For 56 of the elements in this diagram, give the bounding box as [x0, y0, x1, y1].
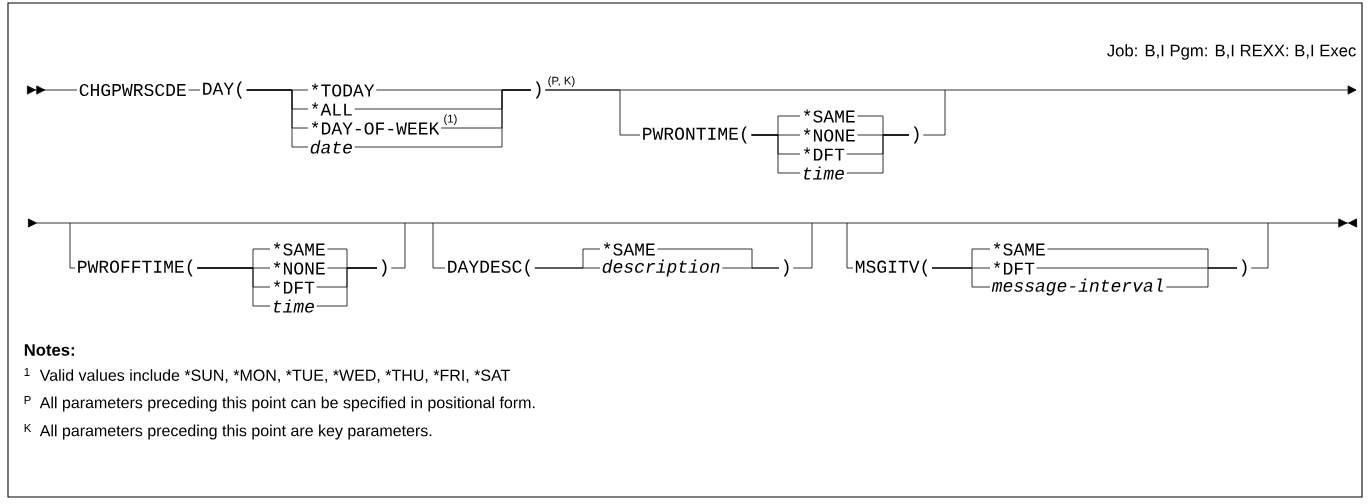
keyword-text: DAYDESC( — [448, 259, 531, 277]
rail-line — [751, 134, 801, 174]
note-marker: K — [24, 424, 32, 432]
keyword-text: *DFT — [803, 147, 845, 161]
note-text: All parameters preceding this point are key parameters. — [39, 424, 432, 440]
keyword-text: time — [804, 166, 844, 180]
rail-line — [390, 222, 446, 269]
keyword-text: MSGITV( — [855, 259, 928, 277]
rail-line — [846, 134, 910, 174]
keyword-text: *ALL — [311, 102, 352, 116]
keyword-text: *SAME — [273, 242, 325, 256]
note-text: All parameters preceding this point can be specified in positional form. — [39, 396, 535, 412]
keyword-text: *SAME — [993, 242, 1045, 256]
keyword-text: *NONE — [803, 128, 855, 142]
arrow — [28, 218, 76, 269]
rail-line — [534, 267, 601, 269]
note-marker: P — [24, 396, 31, 404]
rail-line — [792, 222, 854, 269]
rail-line — [316, 267, 378, 307]
keyword-text: *NONE — [273, 261, 325, 275]
keyword-text: *DAY-OF-WEEK — [311, 121, 440, 135]
footnote-reference: (1) — [444, 114, 457, 125]
keyword-text: time — [274, 299, 314, 313]
rail-line — [354, 89, 532, 148]
keyword-text: *SAME — [603, 242, 655, 256]
keyword-text: ) — [1241, 259, 1247, 277]
rail-line — [544, 89, 641, 136]
keyword-text: ) — [913, 126, 919, 144]
keyword-text: *DFT — [273, 280, 315, 294]
rail-line — [188, 89, 201, 91]
rail-line — [931, 267, 991, 288]
keyword-text: DAY( — [203, 81, 242, 99]
keyword-text: ) — [381, 259, 387, 277]
arrow — [1250, 218, 1357, 269]
rail-line — [196, 267, 271, 307]
keyword-text: description — [602, 259, 720, 277]
keyword-text: date — [310, 140, 352, 154]
keyword-text: CHGPWRSCDE — [79, 83, 186, 97]
rail-line — [922, 89, 946, 136]
keyword-text: PWRONTIME( — [643, 126, 747, 144]
keyword-text: ) — [783, 259, 789, 277]
footnote-reference: (P, K) — [548, 76, 575, 87]
keyword-text: *DFT — [993, 261, 1035, 275]
note-marker: 1 — [24, 368, 30, 376]
rail-line — [1165, 267, 1238, 288]
keyword-text: message-interval — [991, 278, 1163, 296]
keyword-text: *TODAY — [311, 83, 375, 97]
note-text: Valid values include *SUN, *MON, *TUE, *WED, *THU, *FRI, *SAT — [39, 369, 510, 383]
arrow — [27, 85, 78, 95]
keyword-text: *SAME — [803, 109, 855, 123]
notes-heading: Notes: — [24, 344, 74, 356]
environment-note: Job: B,I Pgm: B,I REXX: B,I Exec — [1107, 44, 1356, 60]
keyword-text: PWROFFTIME( — [78, 259, 193, 277]
keyword-text: ) — [535, 81, 541, 99]
rail-line — [246, 89, 309, 148]
rail-line — [721, 267, 780, 269]
